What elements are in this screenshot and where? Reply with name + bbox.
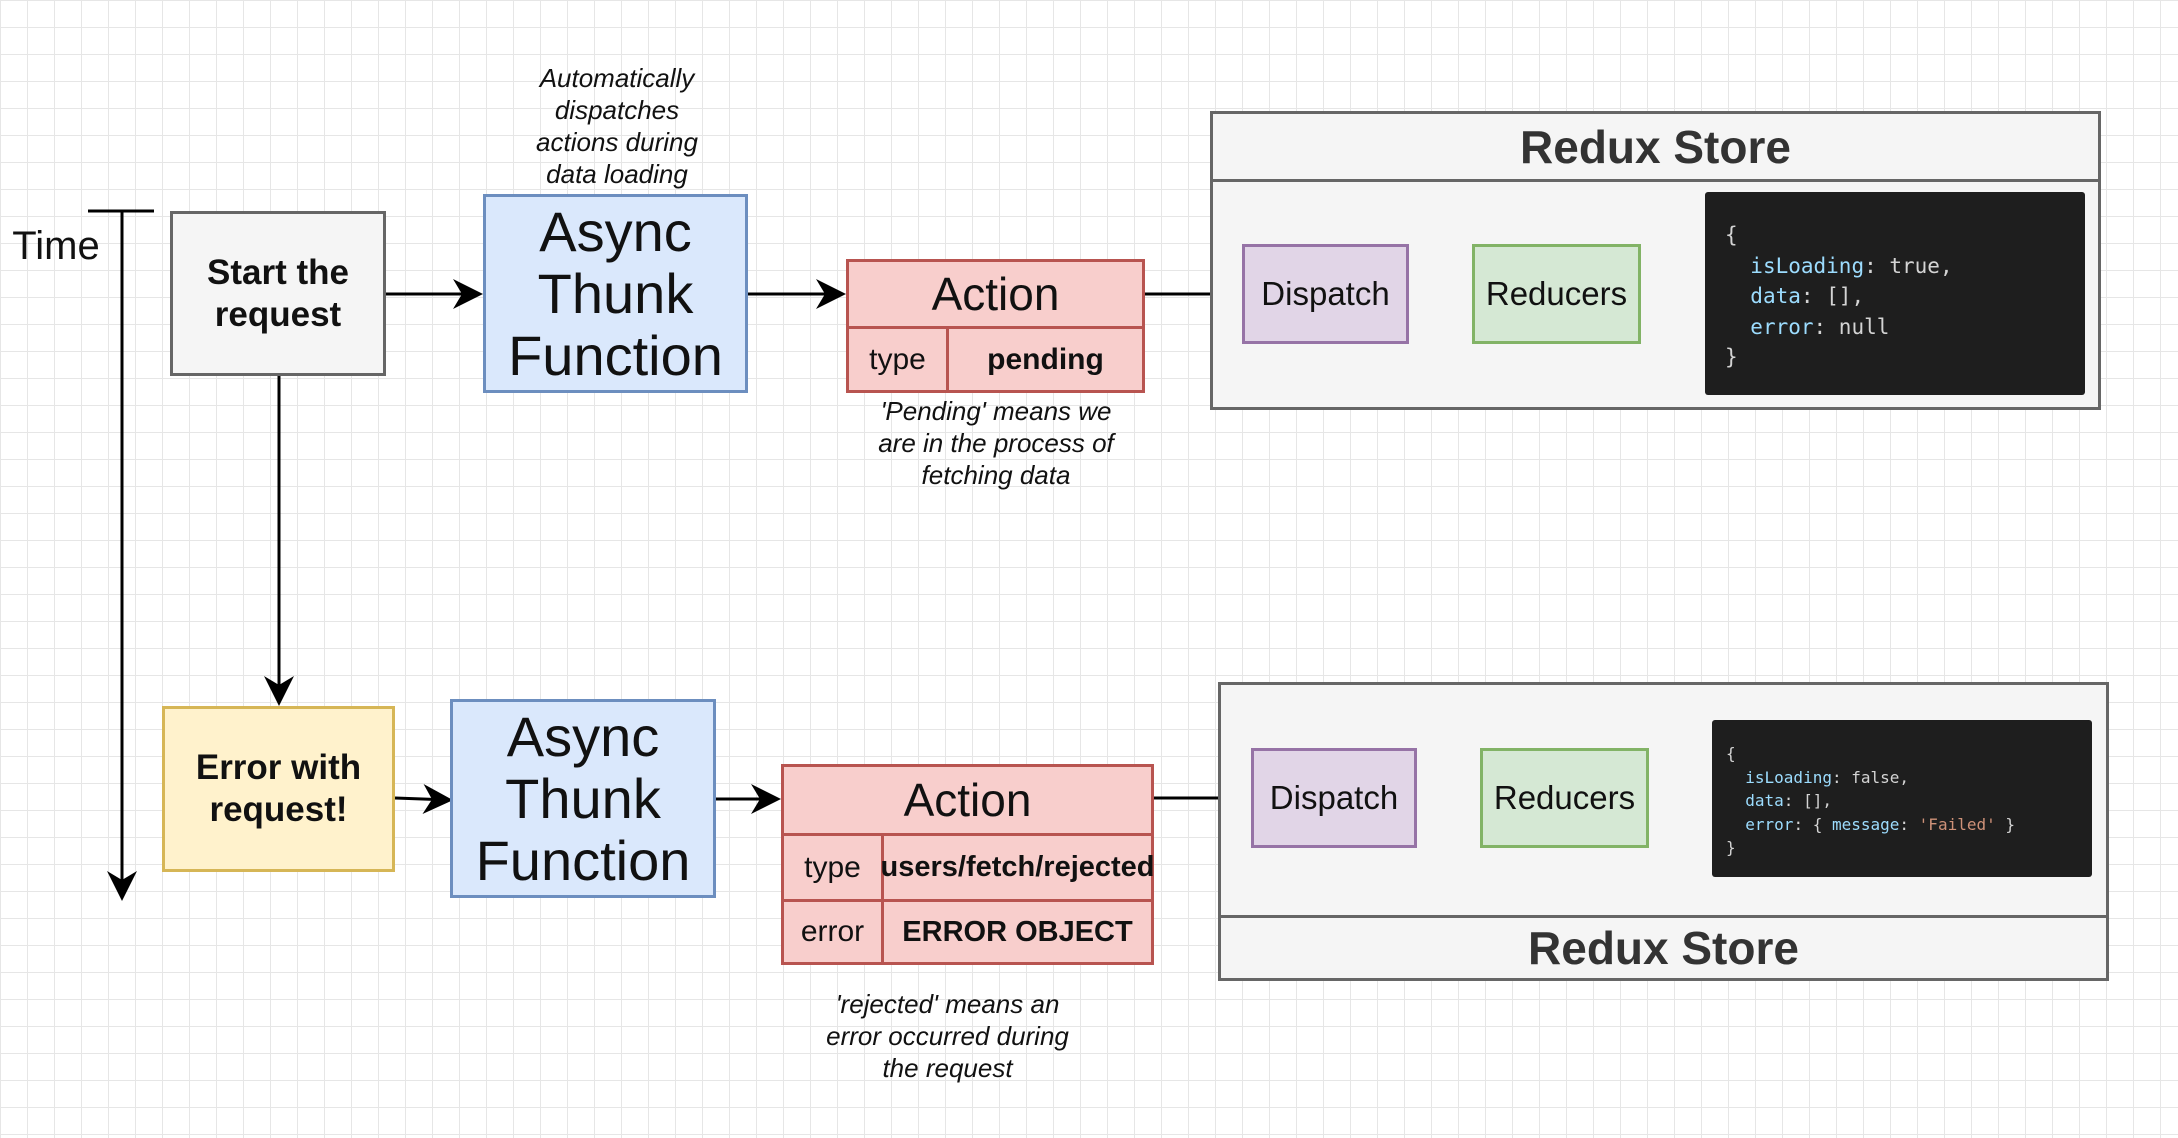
action-type-label: type <box>804 850 861 884</box>
action-title: Action <box>931 268 1060 320</box>
action-row-divider <box>784 899 1151 902</box>
thunk-word-function: Function <box>475 828 691 892</box>
action-col-divider <box>881 833 884 962</box>
redux-store-title: Redux Store <box>1520 120 1791 173</box>
state-code-top: { isLoading: true, data: [], error: null… <box>1705 192 2085 395</box>
action-divider <box>784 833 1151 836</box>
action-type-label: type <box>869 342 926 376</box>
error-request-box: Error with request! <box>162 706 395 872</box>
store-title-divider <box>1213 179 2098 182</box>
thunk-word-async: Async <box>539 199 692 263</box>
action-type-value: users/fetch/rejected <box>880 851 1155 883</box>
pending-note: 'Pending' means we are in the process of… <box>878 396 1114 490</box>
thunk-note: Automatically dispatches actions during … <box>536 63 698 189</box>
async-thunk-function-bottom: Async Thunk Function <box>450 699 716 898</box>
start-request-box: Start the request <box>170 211 386 376</box>
action-divider <box>849 326 1142 329</box>
action-rejected-box: Action type users/fetch/rejected error E… <box>781 764 1155 965</box>
thunk-word-thunk: Thunk <box>537 261 694 325</box>
redux-store-title: Redux Store <box>1528 922 1799 974</box>
state-code-bottom: { isLoading: false, data: [], error: { m… <box>1712 720 2092 877</box>
thunk-word-function: Function <box>508 323 723 387</box>
rejected-note: 'rejected' means an error occurred durin… <box>826 989 1069 1083</box>
async-thunk-function-top: Async Thunk Function <box>483 194 748 393</box>
arrow-error-to-thunk <box>394 784 453 815</box>
action-col-divider <box>946 326 949 390</box>
action-type-value: pending <box>987 342 1104 376</box>
dispatch-box-bottom: Dispatch <box>1251 748 1417 848</box>
thunk-word-thunk: Thunk <box>505 766 661 830</box>
action-error-value: ERROR OBJECT <box>902 915 1133 948</box>
reducers-box-bottom: Reducers <box>1480 748 1649 848</box>
reducers-box-top: Reducers <box>1472 244 1641 344</box>
action-title: Action <box>903 774 1032 826</box>
store-title-divider <box>1221 915 2106 918</box>
time-label: Time <box>12 223 100 268</box>
dispatch-box-top: Dispatch <box>1242 244 1409 344</box>
action-error-label: error <box>800 915 865 948</box>
action-pending-box: Action type pending <box>846 259 1145 393</box>
thunk-word-async: Async <box>506 704 660 768</box>
